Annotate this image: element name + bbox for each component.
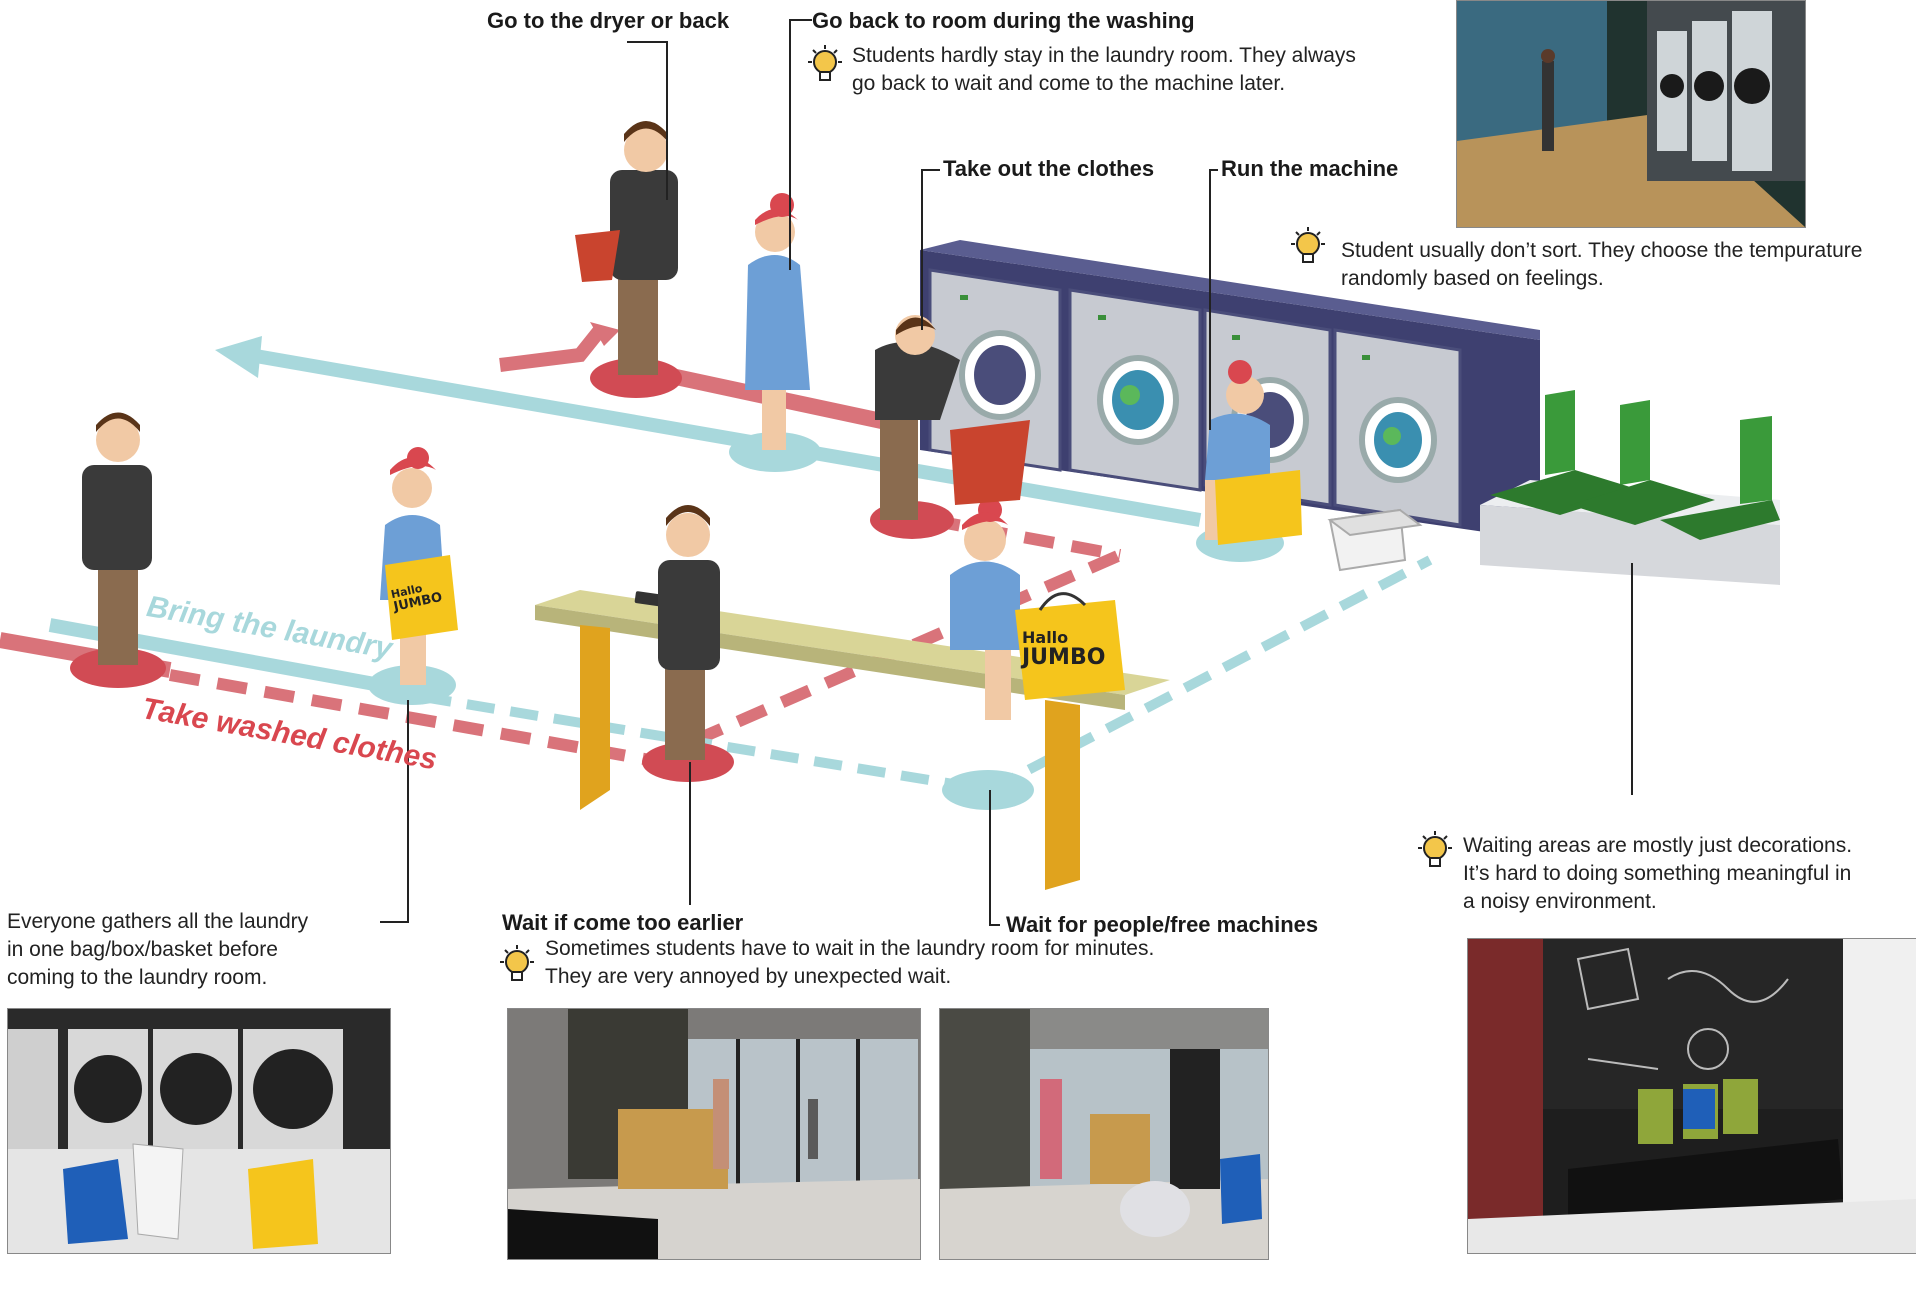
person-woman-leaving: [745, 193, 810, 450]
person-man-waiting: [658, 505, 720, 760]
label-go-to-dryer: Go to the dryer or back: [487, 8, 730, 33]
note-sorting: Student usually don’t sort. They choose …: [1341, 239, 1863, 290]
person-man-basket: [575, 121, 678, 375]
note-waiting-area: Waiting areas are mostly just decoration…: [1463, 834, 1853, 913]
person-woman-sitting: [950, 498, 1125, 720]
person-woman-bag: [380, 447, 458, 685]
person-woman-loading: [1205, 360, 1302, 545]
label-take-out-clothes: Take out the clothes: [943, 156, 1155, 181]
lightbulb-icon: [808, 45, 842, 81]
label-back-to-room: Go back to room during the washing: [812, 8, 1195, 33]
note-wait-early: Sometimes students have to wait in the l…: [545, 937, 1155, 988]
machine-2: [1068, 288, 1202, 492]
leader-lines: [380, 19, 1633, 926]
machine-4: [1333, 328, 1462, 527]
waiting-seats: [1480, 390, 1780, 585]
lightbulb-icon: [500, 945, 534, 981]
photo-waiting-area: [1467, 938, 1916, 1254]
person-man-entrance: [82, 412, 152, 665]
lightbulb-icon: [1418, 831, 1452, 867]
note-gather-laundry: Everyone gathers all the laundry in one …: [7, 910, 309, 989]
lightbulb-icon: [1291, 227, 1325, 263]
photo-laundry-bags: [7, 1008, 391, 1254]
label-wait-early: Wait if come too earlier: [502, 910, 744, 935]
photo-waiting-student: [507, 1008, 921, 1260]
person-man-unloading: [875, 315, 1030, 520]
label-run-machine: Run the machine: [1221, 156, 1399, 181]
photo-laundry-room-machines: [1456, 0, 1806, 228]
machine-1: [928, 268, 1062, 472]
bag-text-large: Hallo JUMBO: [1022, 628, 1106, 670]
note-back-to-room: Students hardly stay in the laundry room…: [852, 44, 1356, 95]
photo-crowded-room: [939, 1008, 1269, 1260]
laundry-basket: [1327, 508, 1423, 572]
label-wait-free: Wait for people/free machines: [1006, 912, 1319, 937]
